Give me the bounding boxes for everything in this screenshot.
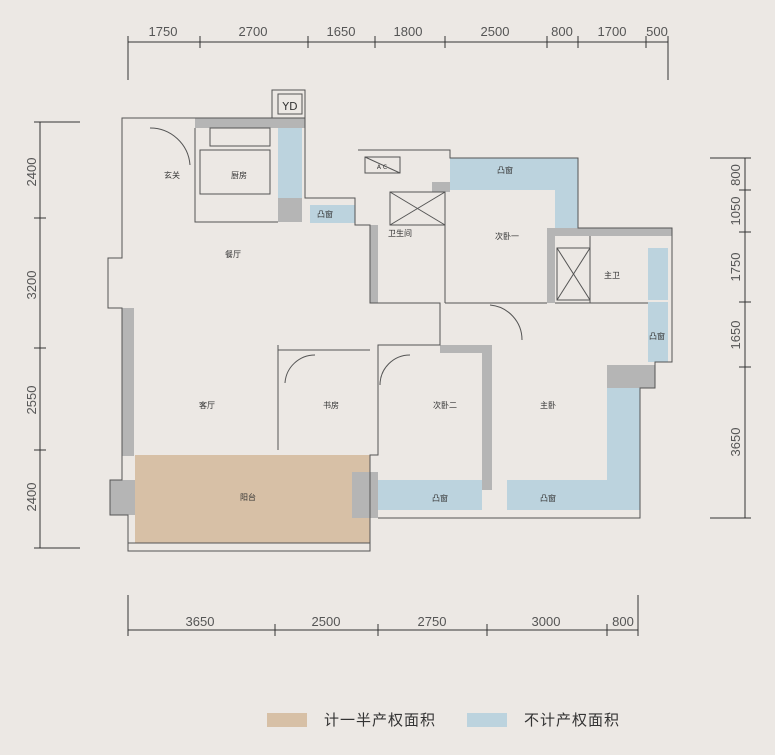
room-bedroom-2: 次卧一	[495, 231, 519, 241]
legend-half-area: 计一半产权面积	[267, 709, 436, 730]
balcony-area	[135, 455, 370, 543]
room-balcony: 阳台	[240, 492, 256, 502]
dim-right-3: 1750	[728, 253, 743, 282]
dim-bottom-4: 3000	[532, 614, 561, 629]
dim-bottom-2: 2500	[312, 614, 341, 629]
dim-top-7: 1700	[598, 24, 627, 39]
dim-top-4: 1800	[394, 24, 423, 39]
dim-top-5: 2500	[481, 24, 510, 39]
room-bedroom-3: 次卧二	[433, 400, 457, 410]
dim-left-3: 2550	[24, 386, 39, 415]
non-counted-areas	[278, 128, 668, 510]
room-master-bedroom: 主卧	[540, 400, 556, 410]
dim-right-2: 1050	[728, 197, 743, 226]
room-dining: 餐厅	[225, 250, 241, 259]
room-study: 书房	[323, 400, 339, 410]
dim-right-1: 800	[728, 164, 743, 186]
legend-swatch-blue	[467, 712, 507, 727]
room-bay-window-1: 凸窗	[317, 209, 333, 219]
legend-label: 不计产权面积	[524, 711, 621, 729]
room-bay-window-4: 凸窗	[432, 493, 448, 503]
room-bay-window-5: 凸窗	[540, 493, 556, 503]
dim-bottom-1: 3650	[186, 614, 215, 629]
walls	[110, 118, 672, 518]
room-bay-window-2: 凸窗	[497, 165, 513, 175]
dim-left-4: 2400	[24, 483, 39, 512]
room-foyer: 玄关	[164, 170, 180, 180]
yd-box: YD	[277, 93, 303, 115]
room-bathroom: 卫生间	[388, 228, 412, 238]
dim-bottom-3: 2750	[418, 614, 447, 629]
room-living: 客厅	[199, 400, 215, 410]
dim-top-2: 2700	[239, 24, 268, 39]
dimension-lines	[34, 36, 751, 636]
dim-left-1: 2400	[24, 158, 39, 187]
legend-label: 计一半产权面积	[324, 711, 437, 729]
room-master-bath: 主卫	[604, 270, 620, 280]
dim-top-8: 500	[646, 24, 668, 39]
outlines	[107, 89, 673, 552]
dim-top-3: 1650	[327, 24, 356, 39]
ac-unit: A C	[364, 156, 401, 174]
yd-label: YD	[281, 100, 297, 113]
dim-bottom-5: 800	[612, 614, 634, 629]
top-ticks	[127, 36, 669, 80]
dim-right-5: 3650	[728, 428, 743, 457]
dimension-labels: 1750 2700 1650 1800 2500 800 1700 500 36…	[24, 24, 743, 629]
dim-right-4: 1650	[728, 321, 743, 350]
room-kitchen: 厨房	[231, 170, 247, 180]
dim-top-1: 1750	[149, 24, 178, 39]
svg-text:A C: A C	[377, 164, 387, 171]
dim-left-2: 3200	[24, 271, 39, 300]
legend-swatch-tan	[267, 712, 307, 727]
room-bay-window-3: 凸窗	[649, 331, 665, 341]
dim-top-6: 800	[551, 24, 573, 39]
legend-no-area: 不计产权面积	[467, 709, 620, 730]
